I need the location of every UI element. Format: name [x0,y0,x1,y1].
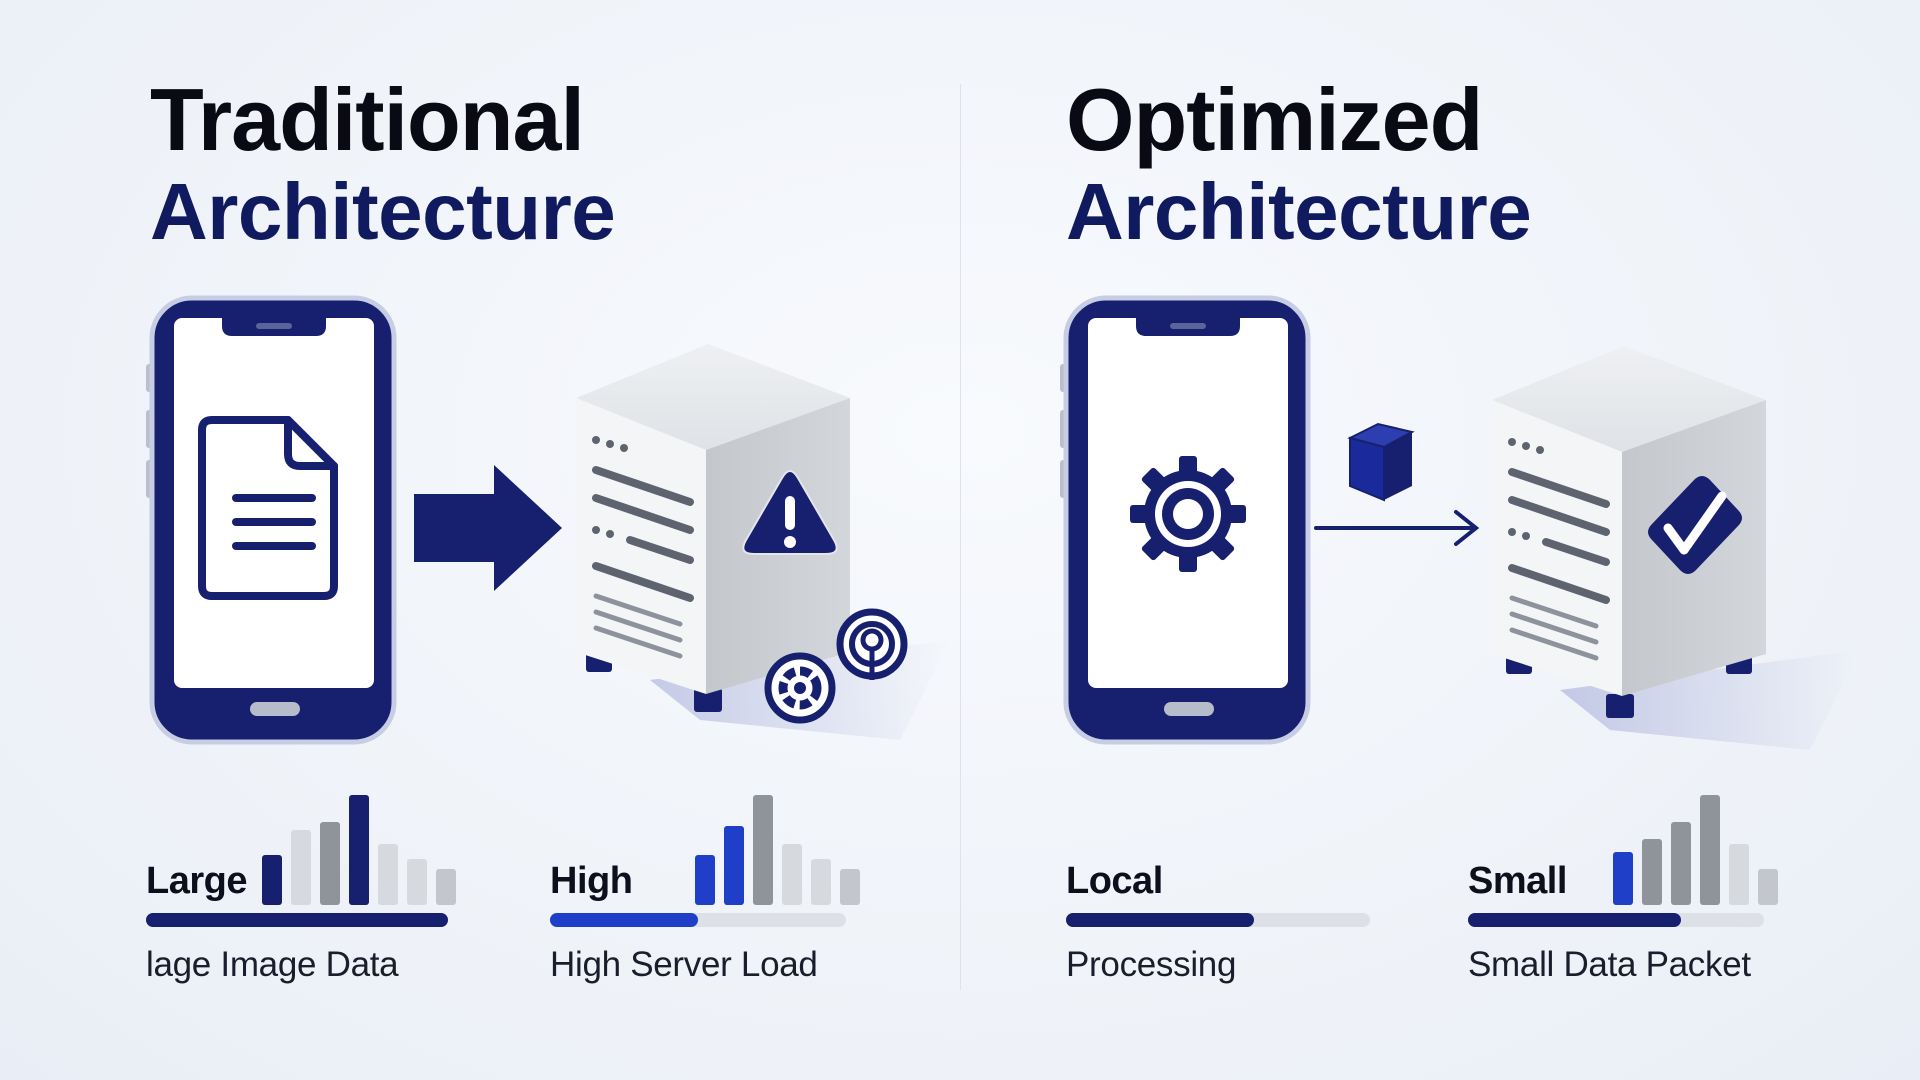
chart-bar [753,795,773,905]
radar-icon [836,608,908,680]
server-icon [576,344,950,740]
document-icon [198,416,338,600]
title-line-1: Optimized [1066,70,1483,169]
chart-bar [291,830,311,905]
traditional-illustration [146,295,950,745]
chart-bar [349,795,369,905]
chart-bar [1613,852,1633,905]
title-line-2: Architecture [150,167,616,256]
mini-bar-chart [262,795,456,905]
metric-heading: High [550,860,633,902]
metric-processing: Local Processing [1066,780,1396,1000]
panel-title: Optimized Architecture [1066,70,1532,256]
chart-bar [782,844,802,905]
metric-caption: Small Data Packet [1468,945,1751,984]
cube-icon [1347,422,1415,502]
panel-title: Traditional Architecture [150,70,616,256]
mini-bar-chart [1613,795,1778,905]
metric-data-packet: Small Small Data Packet [1468,780,1798,1000]
mini-bar-chart [695,795,860,905]
metric-progress-fill [146,913,448,927]
metric-server-load: High High Server Load [550,780,880,1000]
metric-data-size: Large lage Image Data [146,780,476,1000]
metric-caption: Processing [1066,945,1237,984]
optimized-architecture-panel: Optimized Architecture [960,0,1920,1080]
title-line-1: Traditional [150,70,585,169]
warning-icon [742,470,838,555]
metric-progress-track [146,913,448,927]
chart-bar [811,859,831,905]
chart-bar [724,826,744,905]
chart-bar [320,822,340,905]
metric-progress-track [550,913,846,927]
metric-progress-track [1066,913,1370,927]
chart-bar [262,855,282,905]
metric-caption: lage Image Data [146,945,399,984]
chart-bar [407,859,427,905]
chart-bar [1758,869,1778,905]
center-divider [960,84,961,990]
chart-bar [695,855,715,905]
checkmark-icon [1648,476,1742,574]
chart-bar [436,869,456,905]
metric-heading: Large [146,860,247,902]
gear-icon [1130,456,1246,572]
chart-bar [378,844,398,905]
metric-heading: Local [1066,860,1163,902]
target-gear-icon [764,652,836,724]
chart-bar [1671,822,1691,905]
metric-progress-track [1468,913,1764,927]
metric-progress-fill [1066,913,1255,927]
optimized-illustration [1060,295,1860,750]
traditional-architecture-panel: Traditional Architecture [146,70,950,1000]
chart-bar [1700,795,1720,905]
chart-bar [1642,839,1662,905]
chart-bar [840,869,860,905]
metric-caption: High Server Load [550,945,818,984]
chart-bar [1729,844,1749,905]
metric-progress-fill [1468,913,1682,927]
transfer-arrow-icon [414,465,562,591]
metric-progress-fill [550,913,698,927]
metric-heading: Small [1468,860,1567,902]
title-line-2: Architecture [1066,167,1532,256]
transfer-arrow-icon [1314,510,1480,546]
